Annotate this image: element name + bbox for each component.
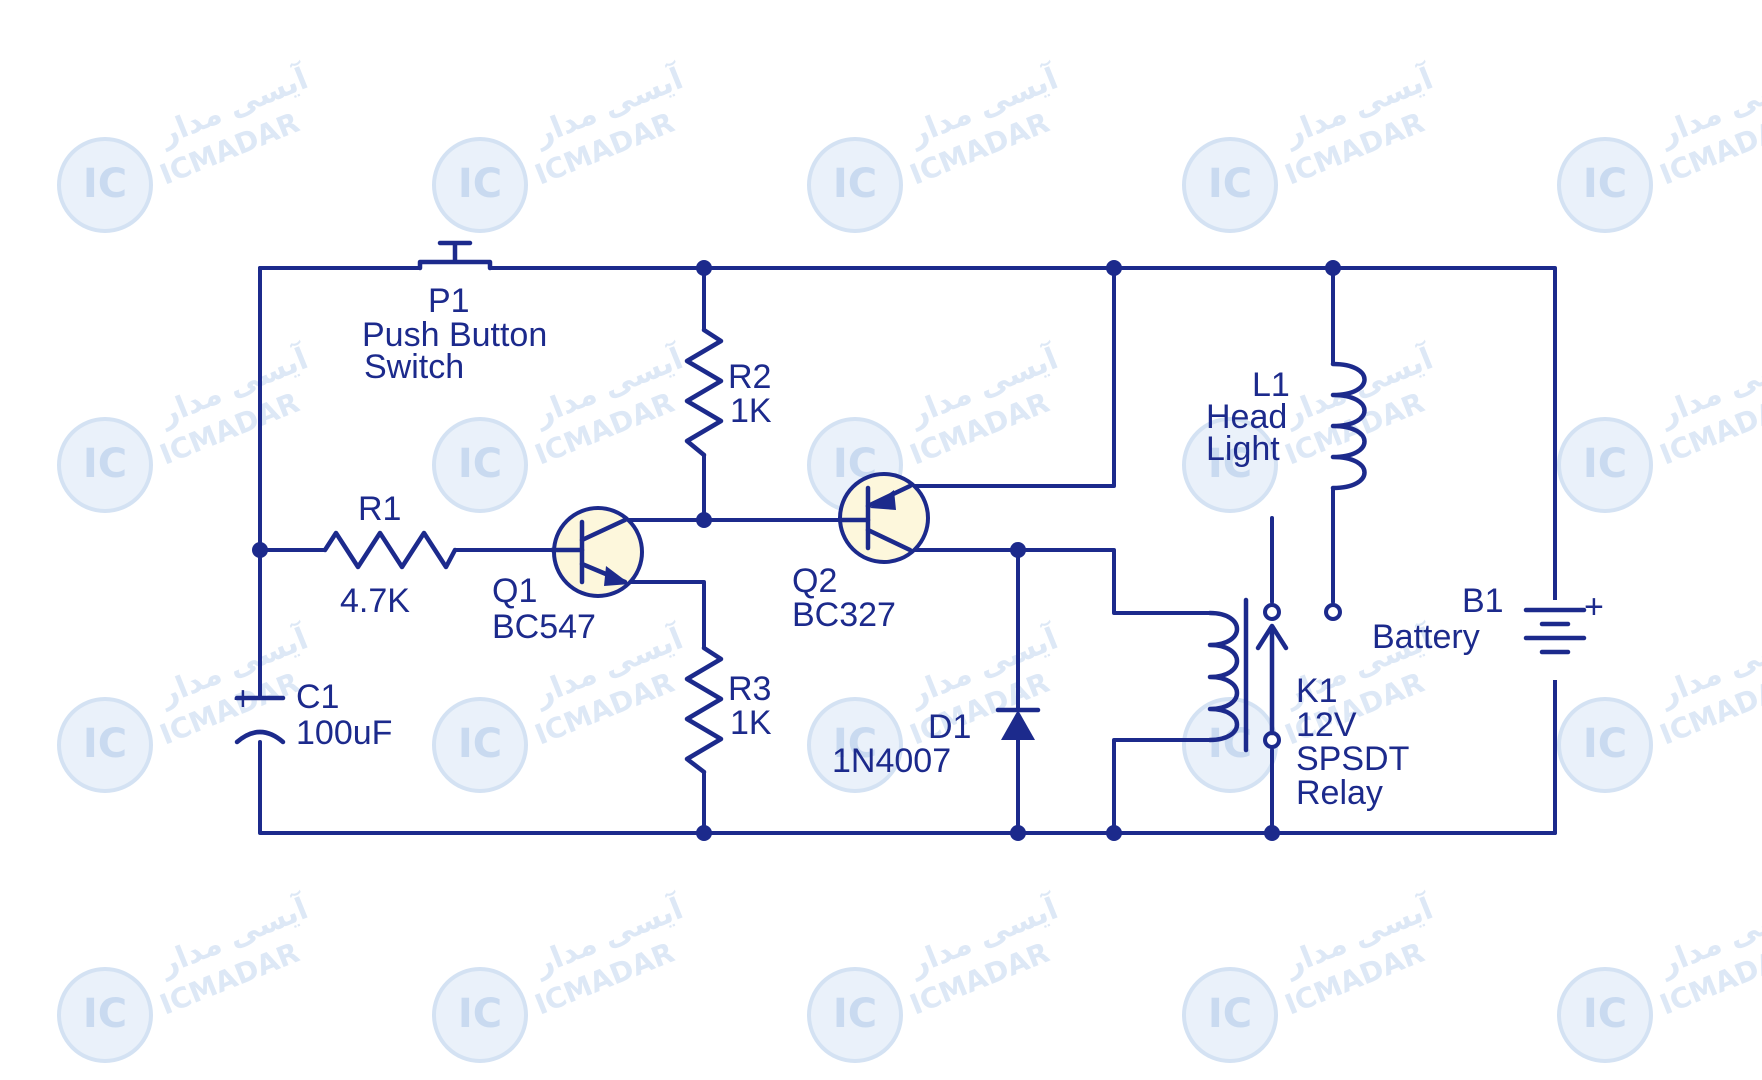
- svg-text:IC: IC: [1208, 161, 1252, 207]
- k1-line2-label: SPSDT: [1296, 740, 1409, 778]
- svg-text:IC: IC: [83, 441, 127, 487]
- relay-coil-k1: [1207, 597, 1249, 753]
- k1-line3-label: Relay: [1296, 774, 1383, 812]
- r1-ref-label: R1: [358, 490, 401, 528]
- battery-b1: + B1 Battery: [1372, 582, 1604, 680]
- b1-battery-label: Battery: [1372, 618, 1480, 656]
- capacitor-c1: + C1 100uF: [233, 678, 392, 752]
- svg-text:IC: IC: [833, 721, 877, 767]
- svg-text:IC: IC: [1583, 991, 1627, 1037]
- q2-part-label: BC327: [792, 596, 896, 634]
- relay-contacts: K1 12V SPSDT Relay: [1255, 603, 1409, 812]
- r1-value-label: 4.7K: [340, 582, 410, 620]
- svg-text:IC: IC: [458, 991, 502, 1037]
- transistor-q2: Q2 BC327: [792, 472, 930, 634]
- svg-text:IC: IC: [83, 991, 127, 1037]
- c1-ref-label: C1: [296, 678, 339, 716]
- q1-ref-label: Q1: [492, 572, 537, 610]
- b1-ref-label: B1: [1462, 582, 1504, 620]
- p1-line1-label: Push Button: [362, 316, 547, 354]
- k1-line1-label: 12V: [1296, 706, 1357, 744]
- svg-text:IC: IC: [1583, 441, 1627, 487]
- l1-ref-label: L1: [1252, 366, 1290, 404]
- svg-text:IC: IC: [1208, 441, 1252, 487]
- svg-text:IC: IC: [1583, 161, 1627, 207]
- head-light-l1: L1 Head Light: [1206, 361, 1367, 491]
- r2-value-label: 1K: [730, 392, 772, 430]
- resistor-r3: R3 1K: [684, 645, 772, 775]
- l1-line1-label: Head: [1206, 398, 1287, 436]
- svg-text:IC: IC: [833, 991, 877, 1037]
- svg-text:IC: IC: [458, 721, 502, 767]
- resistor-r1: R1 4.7K: [322, 490, 458, 620]
- b1-polarity-label: +: [1584, 588, 1604, 626]
- svg-text:IC: IC: [1583, 721, 1627, 767]
- p1-line2-label: Switch: [364, 348, 464, 386]
- c1-polarity-label: +: [233, 680, 253, 718]
- svg-text:IC: IC: [83, 161, 127, 207]
- push-button-switch-p1: P1 Push Button Switch: [362, 240, 547, 386]
- c1-value-label: 100uF: [296, 714, 392, 752]
- svg-text:IC: IC: [458, 441, 502, 487]
- r3-value-label: 1K: [730, 704, 772, 742]
- q2-ref-label: Q2: [792, 562, 837, 600]
- junction-dots: [252, 260, 1341, 841]
- r3-ref-label: R3: [728, 670, 771, 708]
- d1-ref-label: D1: [928, 708, 971, 746]
- svg-text:IC: IC: [833, 161, 877, 207]
- svg-text:IC: IC: [1208, 991, 1252, 1037]
- svg-text:IC: IC: [458, 161, 502, 207]
- svg-text:IC: IC: [83, 721, 127, 767]
- q1-part-label: BC547: [492, 608, 596, 646]
- transistor-q1: Q1 BC547: [492, 506, 644, 646]
- r2-ref-label: R2: [728, 358, 771, 396]
- l1-line2-label: Light: [1206, 430, 1280, 468]
- p1-ref-label: P1: [428, 282, 470, 320]
- resistor-r2: R2 1K: [684, 327, 772, 458]
- diode-d1: D1 1N4007: [832, 707, 1041, 780]
- d1-part-label: 1N4007: [832, 742, 951, 780]
- k1-ref-label: K1: [1296, 672, 1338, 710]
